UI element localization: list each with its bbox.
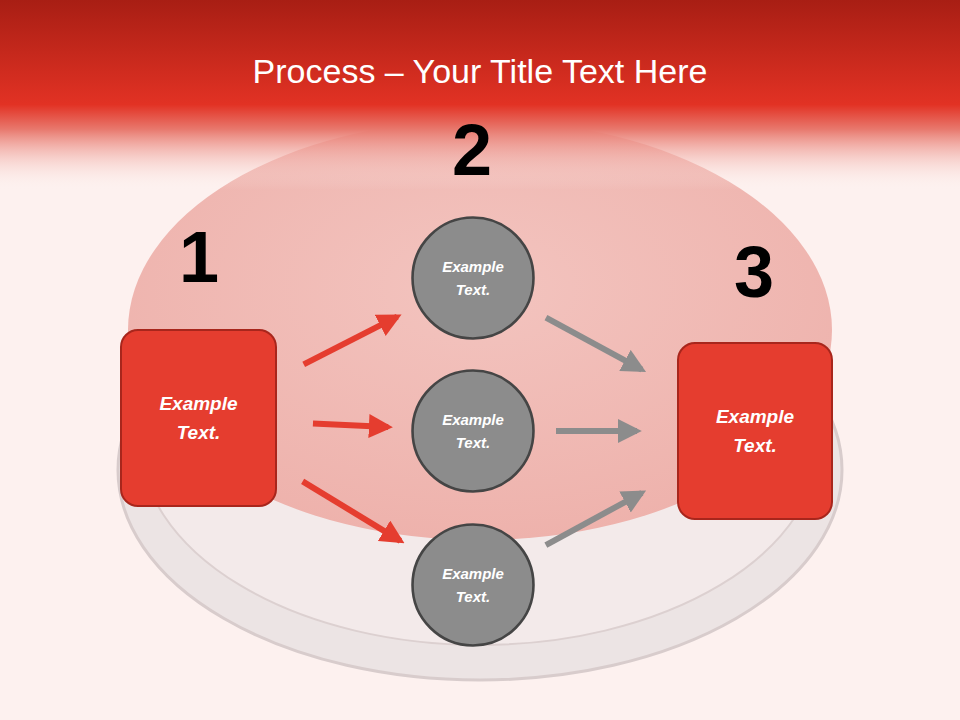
header-band [0, 0, 960, 190]
node-text: Example Text. [431, 255, 515, 301]
node-text: Example Text. [431, 408, 515, 454]
flow-arrow [304, 317, 398, 365]
flow-arrow [303, 481, 401, 540]
flow-arrow [556, 428, 637, 434]
process-box: Example Text. [677, 342, 833, 520]
node-text: Example Text. [699, 402, 811, 460]
process-circle: Example Text. [410, 368, 536, 494]
flow-arrow [546, 493, 642, 545]
flow-arrow [313, 423, 388, 427]
circle-outline [410, 368, 536, 494]
process-box: Example Text. [120, 329, 277, 507]
process-circle: Example Text. [410, 522, 536, 648]
circle-outline [410, 522, 536, 648]
callout-number: 3 [734, 236, 774, 308]
node-text: Example Text. [143, 389, 255, 447]
node-text: Example Text. [431, 562, 515, 608]
callout-number: 2 [452, 114, 492, 186]
callout-number: 1 [179, 221, 219, 293]
slide-title: Process – Your Title Text Here [0, 52, 960, 91]
process-circle: Example Text. [410, 215, 536, 341]
circle-outline [410, 215, 536, 341]
flow-arrow [546, 318, 642, 370]
